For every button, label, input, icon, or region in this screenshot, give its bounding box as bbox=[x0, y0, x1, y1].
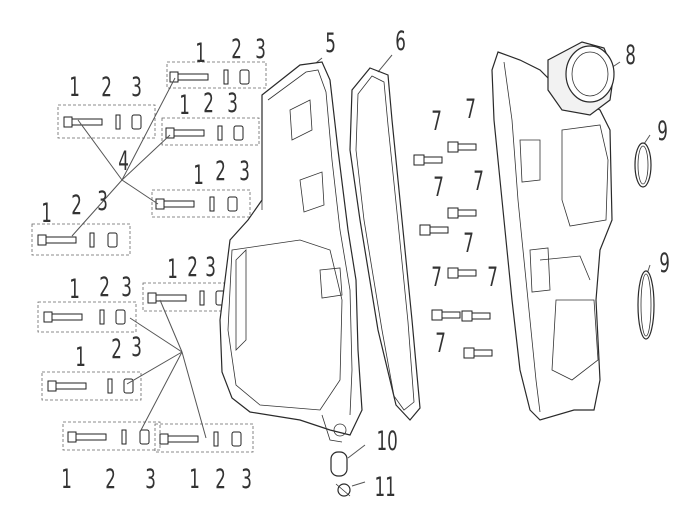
callout-9: 9 bbox=[659, 248, 670, 279]
callout-1: 1 bbox=[189, 464, 200, 495]
callout-3: 3 bbox=[121, 272, 132, 303]
callout-10: 10 bbox=[377, 426, 398, 457]
gasket bbox=[349, 67, 421, 421]
callout-7: 7 bbox=[433, 172, 444, 203]
callout-1: 1 bbox=[179, 90, 190, 121]
callout-1: 1 bbox=[167, 254, 178, 285]
callout-2: 2 bbox=[203, 88, 214, 119]
callout-3: 3 bbox=[131, 332, 142, 363]
callout-2: 2 bbox=[187, 252, 198, 283]
bolt-column bbox=[413, 141, 493, 359]
outer-housing bbox=[491, 41, 615, 421]
crankcase-cover bbox=[219, 61, 363, 443]
callout-7: 7 bbox=[435, 328, 446, 359]
callout-2: 2 bbox=[71, 190, 82, 221]
plug-and-clip bbox=[330, 451, 351, 497]
callout-3: 3 bbox=[131, 72, 142, 103]
callout-1: 1 bbox=[195, 38, 206, 69]
callout-3: 3 bbox=[205, 252, 216, 283]
callout-3: 3 bbox=[145, 464, 156, 495]
callout-1: 1 bbox=[41, 198, 52, 229]
callout-3: 3 bbox=[255, 34, 266, 65]
callout-3: 3 bbox=[241, 464, 252, 495]
callout-9: 9 bbox=[657, 116, 668, 147]
callout-8: 8 bbox=[625, 40, 636, 71]
screw-set-graphics bbox=[37, 69, 250, 447]
callout-7: 7 bbox=[465, 94, 476, 125]
callout-7: 7 bbox=[473, 166, 484, 197]
callout-3: 3 bbox=[97, 186, 108, 217]
callout-1: 1 bbox=[69, 72, 80, 103]
callout-2: 2 bbox=[215, 156, 226, 187]
callout-4: 4 bbox=[118, 146, 129, 177]
callout-11: 11 bbox=[375, 472, 396, 503]
o-rings bbox=[634, 142, 655, 340]
callout-6: 6 bbox=[395, 26, 406, 57]
callout-2: 2 bbox=[105, 464, 116, 495]
callout-2: 2 bbox=[99, 272, 110, 303]
callout-1: 1 bbox=[69, 274, 80, 305]
callout-3: 3 bbox=[239, 156, 250, 187]
callout-2: 2 bbox=[231, 34, 242, 65]
callout-2: 2 bbox=[101, 72, 112, 103]
callout-3: 3 bbox=[227, 88, 238, 119]
callout-1: 1 bbox=[61, 464, 72, 495]
callout-7: 7 bbox=[463, 228, 474, 259]
callout-7: 7 bbox=[431, 106, 442, 137]
callout-2: 2 bbox=[215, 464, 226, 495]
callout-7: 7 bbox=[431, 262, 442, 293]
callout-2: 2 bbox=[111, 334, 122, 365]
callout-5: 5 bbox=[325, 28, 336, 59]
callout-1: 1 bbox=[75, 342, 86, 373]
callout-7: 7 bbox=[487, 262, 498, 293]
callout-labels: 1 2 3 1 2 3 1 2 3 1 2 3 1 2 3 4 1 2 3 1 … bbox=[41, 26, 670, 503]
callout-1: 1 bbox=[193, 160, 204, 191]
